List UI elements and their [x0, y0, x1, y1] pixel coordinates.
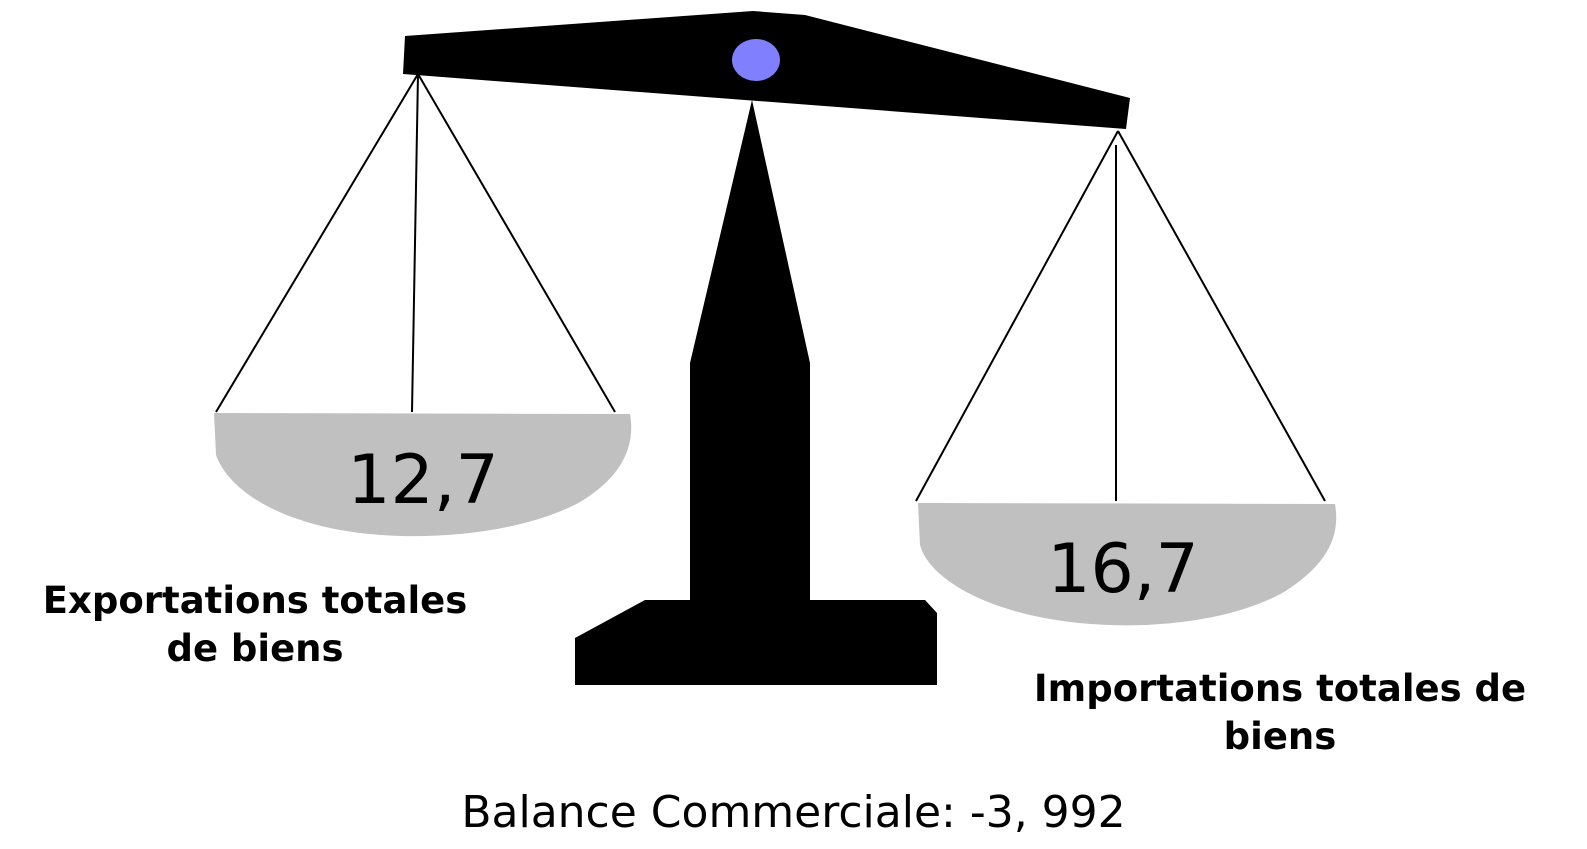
import-value: 16,7 [1047, 530, 1198, 609]
export-caption: Exportations totales de biens [0, 577, 510, 673]
pivot-circle [732, 39, 780, 81]
right-pan [918, 503, 1337, 626]
scale-stand [690, 100, 810, 604]
scale-base [575, 600, 937, 685]
export-caption-line2: de biens [166, 627, 344, 670]
left-pan-strings [215, 73, 616, 413]
import-caption-line2: biens [1223, 715, 1337, 758]
trade-balance-text: Balance Commerciale: -3, 992 [461, 787, 1126, 838]
export-value: 12,7 [347, 441, 498, 520]
right-pan-strings [915, 130, 1326, 502]
import-caption: Importations totales de biens [990, 665, 1570, 761]
export-caption-line1: Exportations totales [42, 579, 468, 622]
import-caption-line1: Importations totales de [1033, 667, 1527, 710]
left-pan [214, 413, 632, 537]
